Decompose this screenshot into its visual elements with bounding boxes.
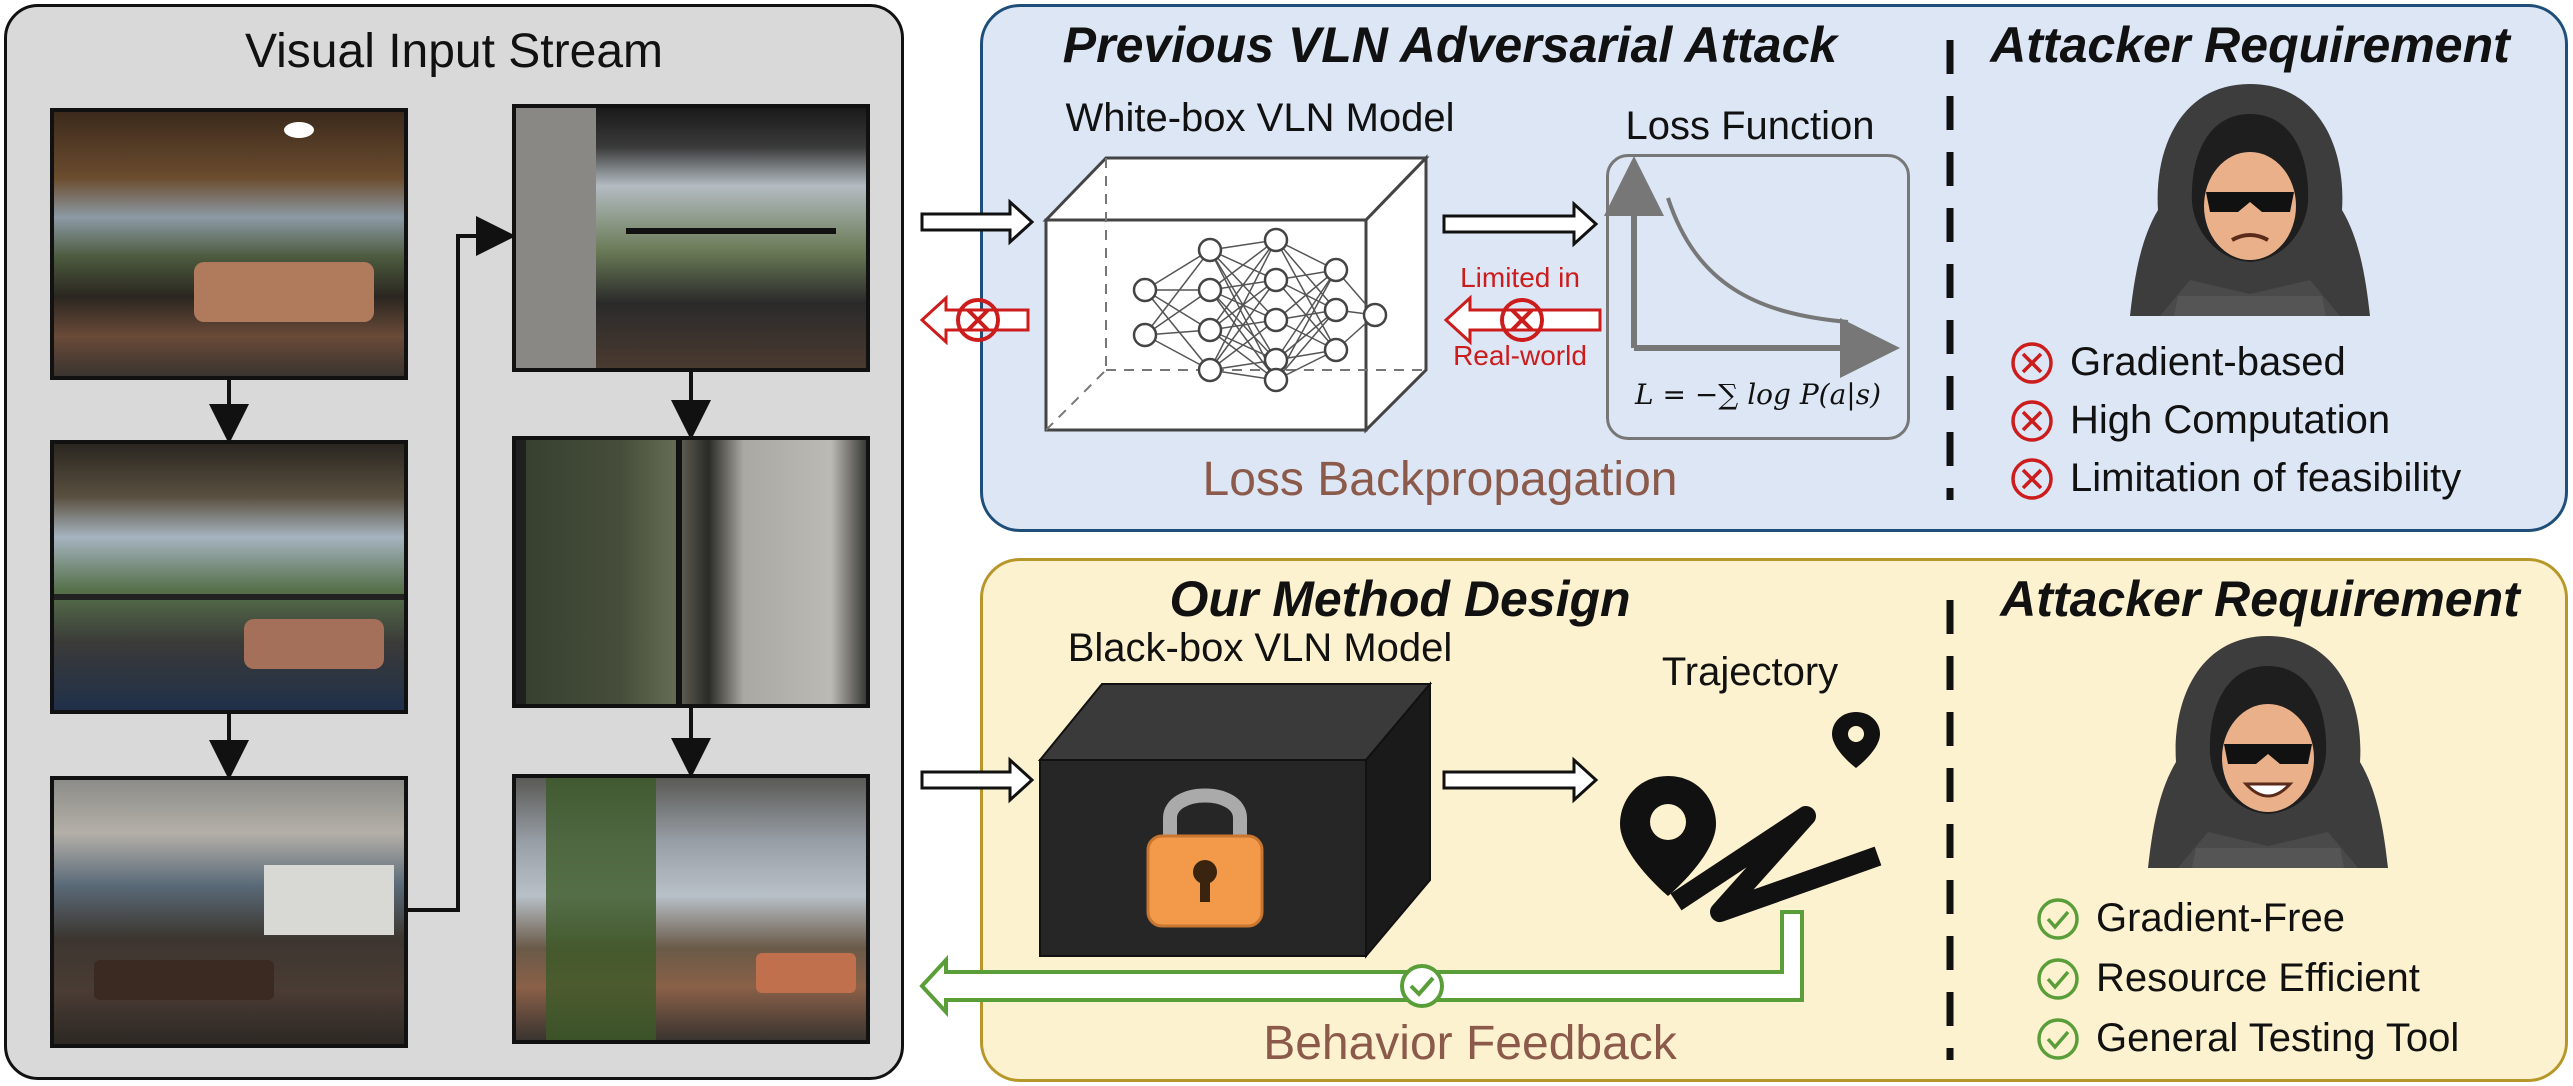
loss-function-label: Loss Function <box>1625 104 1875 148</box>
limited-label-line2: Real-world <box>1453 340 1587 371</box>
frame-image-6 <box>512 774 870 1044</box>
requirement-label: General Testing Tool <box>2096 1016 2460 1060</box>
trajectory-label: Trajectory <box>1661 650 1839 694</box>
top-separator <box>1946 40 1954 500</box>
frame-image-3 <box>50 776 408 1048</box>
bottom-separator <box>1946 600 1954 1060</box>
requirement-general-testing-tool: General Testing Tool <box>2036 1016 2459 1061</box>
white-box-model-label: White-box VLN Model <box>1065 96 1455 140</box>
blocked-backprop-icon <box>1500 298 1544 342</box>
behavior-feedback-label: Behavior Feedback <box>1263 1017 1677 1070</box>
our-method-title: Our Method Design <box>1169 571 1631 627</box>
requirement-label: Resource Efficient <box>2096 956 2420 1000</box>
requirement-label: Gradient-based <box>2070 340 2346 384</box>
requirement-limitation-feasibility: Limitation of feasibility <box>2010 456 2461 501</box>
frame-image-4 <box>512 104 870 372</box>
loss-curve-plot <box>1604 156 1900 378</box>
check-mark-icon <box>2037 897 2079 940</box>
blocked-input-icon <box>956 298 1000 342</box>
requirement-gradient-free: Gradient-Free <box>2036 896 2345 941</box>
loss-backpropagation-label: Loss Backpropagation <box>1202 453 1678 506</box>
check-mark-icon <box>2037 1017 2079 1060</box>
requirement-high-computation: High Computation <box>2010 398 2390 443</box>
white-box-model <box>1042 154 1430 434</box>
frame-image-1 <box>50 108 408 380</box>
x-mark-icon <box>2011 399 2053 442</box>
frame-image-2 <box>50 440 408 714</box>
check-mark-icon <box>2037 957 2079 1000</box>
lock-icon <box>1146 788 1264 928</box>
trajectory-icon <box>1620 712 1882 922</box>
x-mark-icon <box>2011 457 2053 500</box>
requirement-label: Limitation of feasibility <box>2070 456 2462 500</box>
x-mark-icon <box>2011 341 2053 384</box>
requirement-gradient-based: Gradient-based <box>2010 340 2346 385</box>
requirement-label: Gradient-Free <box>2096 896 2345 940</box>
limited-label-line1: Limited in <box>1460 262 1580 293</box>
black-box-model-label: Black-box VLN Model <box>1067 626 1453 670</box>
visual-input-title: Visual Input Stream <box>244 25 663 78</box>
bottom-requirement-title: Attacker Requirement <box>2000 571 2520 627</box>
feedback-check-icon <box>1400 964 1444 1008</box>
hacker-icon <box>2130 84 2370 316</box>
requirement-label: High Computation <box>2070 398 2391 442</box>
requirement-resource-efficient: Resource Efficient <box>2036 956 2420 1001</box>
top-requirement-title: Attacker Requirement <box>1990 17 2510 73</box>
frame-image-5 <box>512 436 870 708</box>
loss-formula: L = −∑ log P(a|s) <box>1634 378 1882 411</box>
previous-attack-title: Previous VLN Adversarial Attack <box>1062 17 1838 73</box>
hacker-icon <box>2148 636 2388 868</box>
